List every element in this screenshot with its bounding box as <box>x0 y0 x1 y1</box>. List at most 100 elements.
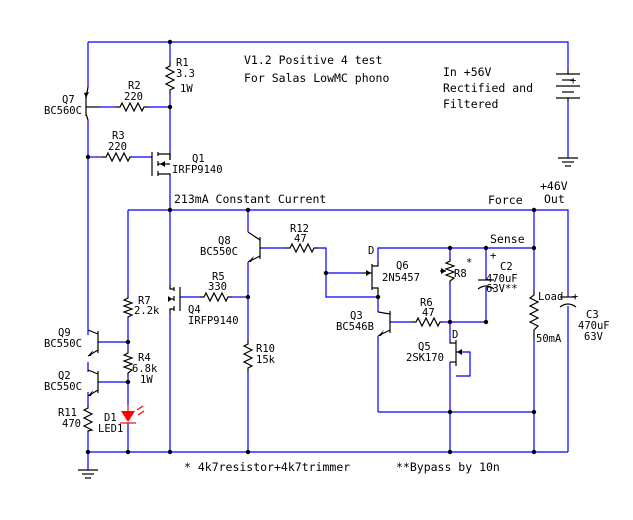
q8-ref: Q8 <box>218 235 231 247</box>
r5-value: 330 <box>208 281 227 293</box>
q5-ref: Q5 <box>418 341 431 353</box>
junction-dot <box>245 449 251 455</box>
transistor-q7 <box>84 86 100 121</box>
q1-type: IRFP9140 <box>172 164 223 176</box>
resistor-r1 <box>164 62 176 94</box>
resistor-load <box>528 290 540 340</box>
jfet-q5 <box>449 340 462 366</box>
r1-extra: 1W <box>180 83 193 95</box>
title-line-1: V1.2 Positive 4 test <box>244 53 382 67</box>
c3-extra: 63V <box>584 331 604 343</box>
q6-drain-pin: D <box>368 245 374 257</box>
q7-ref: Q7 <box>62 94 75 106</box>
wire-r12-right <box>318 247 327 273</box>
wire-q5-gate <box>456 351 471 377</box>
r4-extra: 1W <box>140 374 153 386</box>
r8-ref: R8 <box>454 268 467 280</box>
battery-plus: + <box>570 75 576 87</box>
junction-dot <box>167 104 173 110</box>
r7-value: 2.2k <box>134 305 160 317</box>
c2-value: 470uF <box>486 273 518 285</box>
c2-ref: C2 <box>500 261 513 273</box>
mosfet-q1 <box>151 152 171 176</box>
c3-value: 470uF <box>578 320 610 332</box>
r1-ref: R1 <box>176 57 189 69</box>
d1-type: LED1 <box>98 423 123 435</box>
d1-ref: D1 <box>104 412 117 424</box>
junction-dot <box>167 39 173 45</box>
wires <box>87 41 569 470</box>
load-label: Load <box>538 291 563 303</box>
resistor-r12 <box>286 242 318 254</box>
resistor-r10 <box>242 340 254 372</box>
q3-ref: Q3 <box>350 310 363 322</box>
c3-ref: C3 <box>586 309 599 321</box>
resistor-r11 <box>82 405 94 432</box>
led-d1 <box>120 405 145 424</box>
r11-ref: R11 <box>58 407 77 419</box>
r2-ref: R2 <box>128 80 141 92</box>
junction-dot <box>245 207 251 213</box>
r3-value: 220 <box>108 141 127 153</box>
c2-extra: 63V** <box>486 283 518 295</box>
junction-dot <box>447 319 453 325</box>
transistor-q2 <box>87 369 100 397</box>
junction-dot <box>85 154 91 160</box>
junction-dot <box>483 245 489 251</box>
r6-value: 47 <box>422 307 435 319</box>
junction-dot <box>125 449 131 455</box>
sense-label: Sense <box>490 232 525 246</box>
r4-ref: R4 <box>138 352 151 364</box>
q8-type: BC550C <box>200 246 238 258</box>
transistor-q3 <box>377 311 392 337</box>
q7-type: BC560C <box>44 105 82 117</box>
junction-dot <box>125 339 131 345</box>
resistor-r3 <box>102 151 132 163</box>
resistor-r4 <box>122 350 134 376</box>
title-line-2: For Salas LowMC phono <box>244 71 389 85</box>
ground-symbol-supply <box>558 157 578 167</box>
c2-plus: + <box>490 250 496 262</box>
q5-type: 2SK170 <box>406 352 444 364</box>
junction-dot <box>531 409 537 415</box>
q3-type: BC546B <box>336 321 374 333</box>
r7-ref: R7 <box>138 295 151 307</box>
junction-dot <box>125 379 131 385</box>
load-current: 50mA <box>536 333 562 345</box>
mosfet-q4 <box>168 285 181 314</box>
wire-q6-drain <box>377 247 450 262</box>
trimmer-r8 <box>440 258 456 284</box>
r10-ref: R10 <box>256 343 275 355</box>
supply-line-3: Filtered <box>443 97 498 111</box>
labels: V1.2 Positive 4 test For Salas LowMC pho… <box>44 53 610 474</box>
junction-dot <box>167 207 173 213</box>
supply-line-2: Rectified and <box>443 81 533 95</box>
junction-dot <box>447 245 453 251</box>
footnote-bypass: **Bypass by 10n <box>396 460 500 474</box>
resistor-r6 <box>412 316 442 328</box>
wire-top-rail <box>88 41 569 70</box>
junction-dot <box>531 207 537 213</box>
q9-type: BC550C <box>44 338 82 350</box>
q4-type: IRFP9140 <box>188 315 239 327</box>
junction-dot <box>483 319 489 325</box>
output-out: Out <box>544 192 565 206</box>
junction-dot <box>85 449 91 455</box>
junction-dot <box>447 449 453 455</box>
q9-ref: Q9 <box>58 327 71 339</box>
q2-ref: Q2 <box>58 370 71 382</box>
r8-mark: * <box>466 257 472 269</box>
q5-drain-pin: D <box>452 329 458 341</box>
r4-value: 6.8k <box>132 363 158 375</box>
wire-output-rail <box>128 209 569 297</box>
ground-symbol-main <box>78 469 98 479</box>
r5-ref: R5 <box>212 271 225 283</box>
junction-dot <box>531 245 537 251</box>
r1-value: 3.3 <box>176 68 195 80</box>
transistor-q8 <box>247 231 262 263</box>
capacitor-c3 <box>559 296 577 308</box>
resistor-r7 <box>122 295 134 318</box>
q1-ref: Q1 <box>192 153 205 165</box>
resistor-r5 <box>200 291 232 303</box>
